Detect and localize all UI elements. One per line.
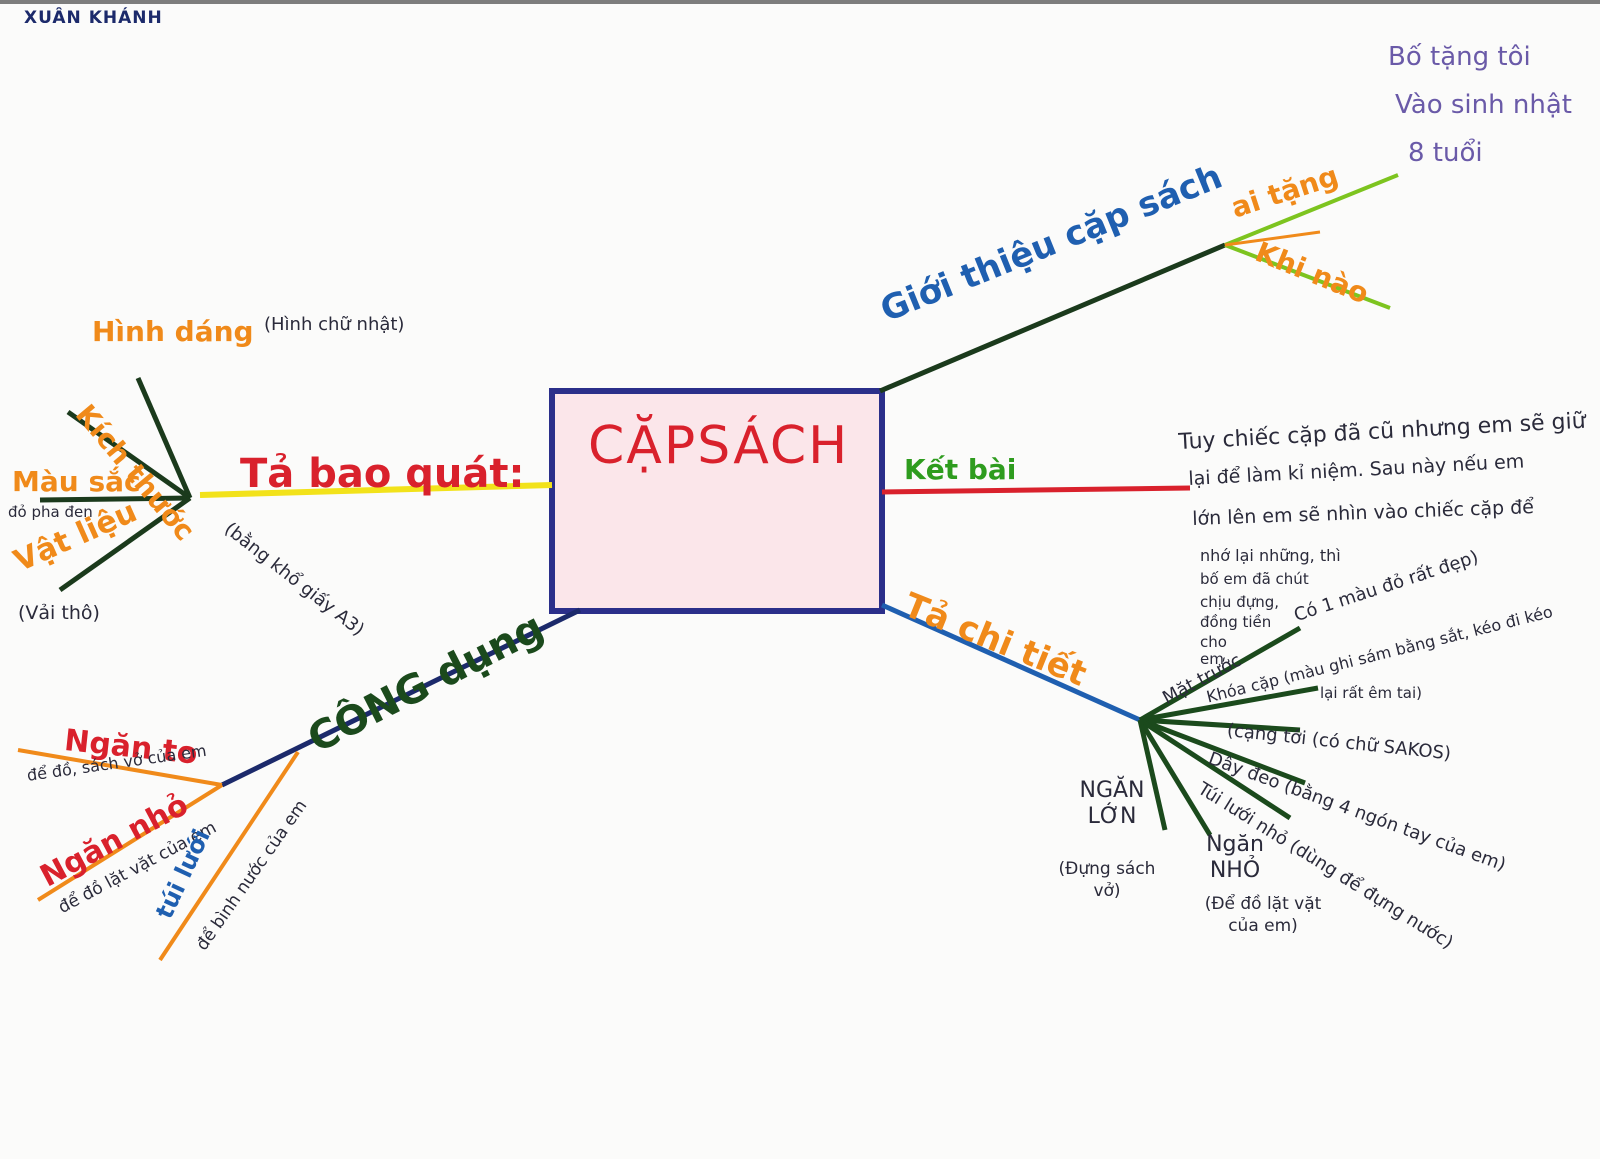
center-box [549,388,885,614]
conclusion-branch-line [881,485,1191,495]
small-pocket-note: (Để đồ lặt vặt của em) [1204,894,1322,937]
big-pocket-note: (Đựng sách vở) [1058,859,1156,902]
detail-spokes [1137,625,1319,837]
small-pocket-label: Ngăn NHỎ [1206,832,1264,884]
conclusion-branch-label: Kết bài [904,453,1017,486]
intro-sub-when-line [1224,243,1391,310]
detail-branch-line [880,602,1142,723]
overview-branch-label: Tả bao quát: [240,451,525,497]
color-note: đỏ pha đen [8,503,93,521]
color-label: Màu sắc [12,465,141,498]
top-edge-shadow [0,0,1600,4]
center-title: CẶPSÁCH [588,416,850,476]
overview-branch-line [199,482,553,498]
shape-label: Hình dáng [92,315,254,348]
intro-branch-line [879,242,1226,394]
intro-sub-who-line [1224,173,1399,247]
intro-note-line-2: Vào sinh nhật [1395,90,1572,120]
conclusion-line-7: đồng tiền [1200,613,1272,631]
intro-note-line-3: 8 tuổi [1408,138,1483,168]
conclusion-line-6: chịu đựng, [1200,593,1280,611]
big-pocket-label: NGĂN LỚN [1079,778,1145,830]
detail-item-lock-2: lại rất êm tai) [1320,684,1423,702]
conclusion-line-5: bố em đã chút [1200,570,1309,588]
usage-spokes [17,748,300,962]
material-note: (Vải thô) [18,602,100,624]
usage-branch-line [220,607,582,788]
overview-spokes [39,377,193,593]
conclusion-line-4: nhớ lại những, thì [1200,546,1341,565]
author-name: XUÂN KHÁNH [24,8,163,28]
intro-sub-divider [1224,230,1321,247]
conclusion-line-9: em [1200,650,1224,668]
shape-note: (Hình chữ nhật) [264,314,405,335]
intro-note-line-1: Bố tặng tôi [1388,42,1531,72]
conclusion-line-8: cho [1200,633,1227,651]
